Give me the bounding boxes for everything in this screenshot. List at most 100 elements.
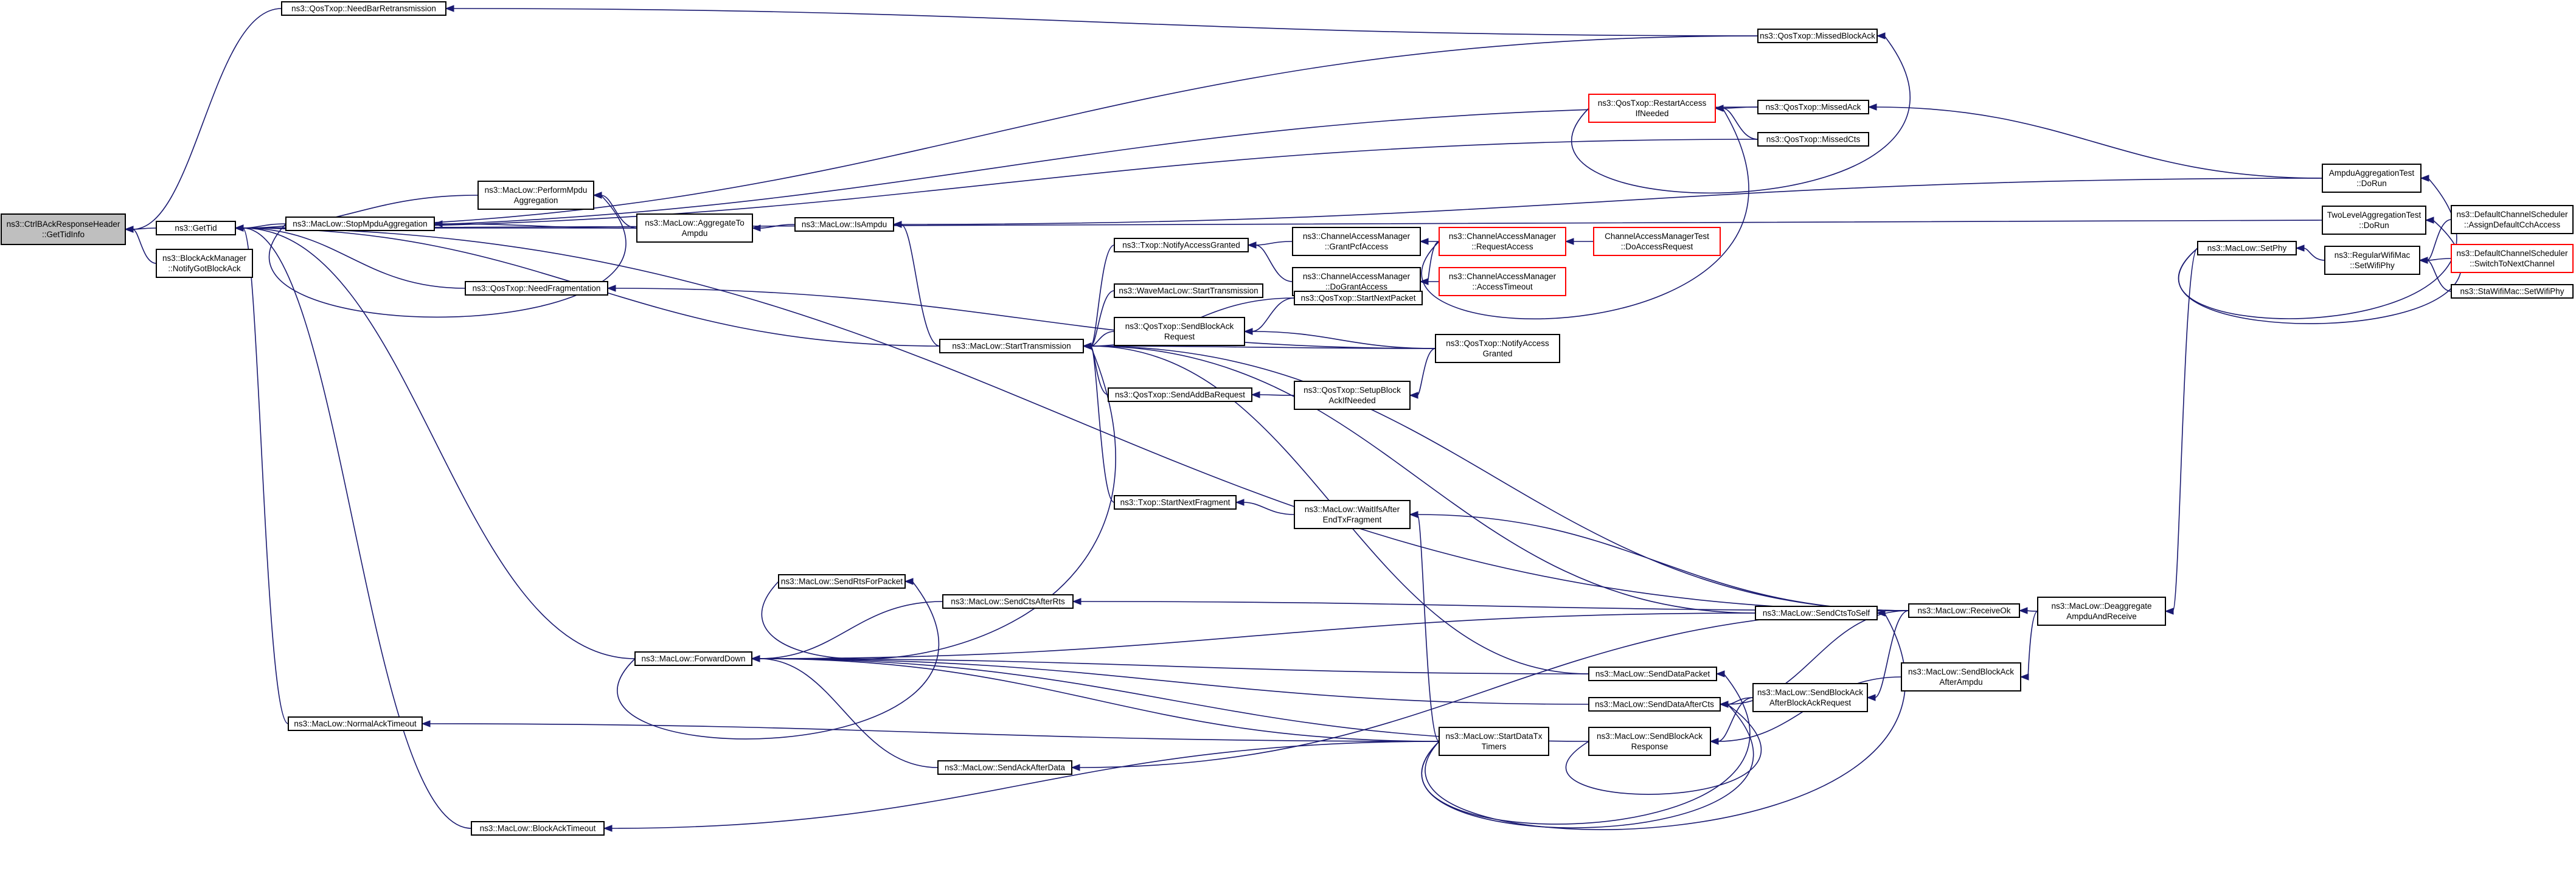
node-ampdutest[interactable]: AmpduAggregationTest::DoRun bbox=[2322, 164, 2422, 193]
node-setphy[interactable]: ns3::MacLow::SetPhy bbox=[2197, 241, 2297, 255]
node-box[interactable] bbox=[1901, 662, 2021, 692]
node-txopstartnext[interactable]: ns3::Txop::StartNextFragment bbox=[1114, 495, 1237, 510]
node-box[interactable] bbox=[939, 339, 1084, 353]
node-notifyaccessgranted[interactable]: ns3::Txop::NotifyAccessGranted bbox=[1114, 238, 1249, 252]
node-box[interactable] bbox=[156, 221, 236, 235]
node-box[interactable] bbox=[156, 249, 253, 278]
node-box[interactable] bbox=[1439, 227, 1566, 256]
node-box[interactable] bbox=[2322, 164, 2422, 193]
node-grantpcf[interactable]: ns3::ChannelAccessManager::GrantPcfAcces… bbox=[1292, 227, 1421, 256]
node-needbar[interactable]: ns3::QosTxop::NeedBarRetransmission bbox=[281, 1, 446, 16]
node-box[interactable] bbox=[1439, 727, 1549, 756]
node-receiveok[interactable]: ns3::MacLow::ReceiveOk bbox=[1908, 603, 2020, 618]
node-senddataaftercts[interactable]: ns3::MacLow::SendDataAfterCts bbox=[1588, 697, 1721, 712]
node-box[interactable] bbox=[1588, 94, 1716, 123]
node-gettid[interactable]: ns3::GetTid bbox=[156, 221, 236, 235]
node-stopmpdu[interactable]: ns3::MacLow::StopMpduAggregation bbox=[285, 217, 435, 231]
node-box[interactable] bbox=[794, 217, 894, 232]
node-sendctstoself[interactable]: ns3::MacLow::SendCtsToSelf bbox=[1755, 606, 1878, 620]
node-box[interactable] bbox=[1755, 606, 1878, 620]
node-box[interactable] bbox=[288, 716, 423, 731]
node-box[interactable] bbox=[1439, 267, 1566, 296]
node-sendackafterdata[interactable]: ns3::MacLow::SendAckAfterData bbox=[937, 760, 1072, 775]
node-startnextpacket[interactable]: ns3::QosTxop::StartNextPacket bbox=[1294, 291, 1423, 305]
node-twoleveltest[interactable]: TwoLevelAggregationTest::DoRun bbox=[2322, 206, 2426, 235]
node-box[interactable] bbox=[2451, 284, 2574, 299]
node-label: ::AssignDefaultCchAccess bbox=[2464, 220, 2561, 229]
node-box[interactable] bbox=[636, 213, 753, 243]
node-box[interactable] bbox=[2324, 246, 2420, 275]
node-box[interactable] bbox=[937, 760, 1072, 775]
node-regwifimac[interactable]: ns3::RegularWifiMac::SetWifiPhy bbox=[2324, 246, 2420, 275]
node-box[interactable] bbox=[1593, 227, 1721, 256]
node-box[interactable] bbox=[1757, 132, 1869, 147]
node-box[interactable] bbox=[1908, 603, 2020, 618]
node-requestaccess[interactable]: ns3::ChannelAccessManager::RequestAccess bbox=[1439, 227, 1566, 256]
node-sendbaafterbareq[interactable]: ns3::MacLow::SendBlockAckAfterBlockAckRe… bbox=[1752, 683, 1868, 712]
node-isampdu[interactable]: ns3::MacLow::IsAmpdu bbox=[794, 217, 894, 232]
node-normalacktimeout[interactable]: ns3::MacLow::NormalAckTimeout bbox=[288, 716, 423, 731]
node-box[interactable] bbox=[477, 181, 594, 210]
node-box[interactable] bbox=[465, 281, 608, 296]
node-box[interactable] bbox=[1757, 100, 1869, 114]
node-box[interactable] bbox=[1757, 29, 1878, 43]
node-box[interactable] bbox=[1588, 697, 1721, 712]
node-box[interactable] bbox=[1588, 667, 1717, 681]
node-forwarddown[interactable]: ns3::MacLow::ForwardDown bbox=[634, 651, 752, 666]
node-bam[interactable]: ns3::BlockAckManager::NotifyGotBlockAck bbox=[156, 249, 253, 278]
node-box[interactable] bbox=[1114, 238, 1249, 252]
node-blockacktimeout[interactable]: ns3::MacLow::BlockAckTimeout bbox=[471, 821, 605, 836]
node-box[interactable] bbox=[1294, 381, 1411, 410]
node-box[interactable] bbox=[1435, 334, 1560, 363]
node-box[interactable] bbox=[1114, 317, 1245, 346]
node-dcs_assign[interactable]: ns3::DefaultChannelScheduler::AssignDefa… bbox=[2451, 205, 2574, 234]
node-box[interactable] bbox=[1108, 387, 1252, 402]
node-box[interactable] bbox=[634, 651, 752, 666]
node-sendrts[interactable]: ns3::MacLow::SendRtsForPacket bbox=[778, 574, 906, 589]
node-needfrag[interactable]: ns3::QosTxop::NeedFragmentation bbox=[465, 281, 608, 296]
node-stawifimac[interactable]: ns3::StaWifiMac::SetWifiPhy bbox=[2451, 284, 2574, 299]
node-box[interactable] bbox=[1294, 291, 1423, 305]
node-dcs_switch[interactable]: ns3::DefaultChannelScheduler::SwitchToNe… bbox=[2451, 244, 2574, 273]
node-box[interactable] bbox=[1294, 500, 1411, 529]
node-missedblockack[interactable]: ns3::QosTxop::MissedBlockAck bbox=[1757, 29, 1878, 43]
node-missedcts[interactable]: ns3::QosTxop::MissedCts bbox=[1757, 132, 1869, 147]
node-camtest[interactable]: ChannelAccessManagerTest::DoAccessReques… bbox=[1593, 227, 1721, 256]
node-box[interactable] bbox=[1114, 495, 1237, 510]
node-box[interactable] bbox=[1292, 227, 1421, 256]
node-box[interactable] bbox=[281, 1, 446, 16]
arrowhead bbox=[1071, 764, 1080, 771]
node-box[interactable] bbox=[2451, 205, 2574, 234]
node-box[interactable] bbox=[1114, 283, 1263, 298]
node-box[interactable] bbox=[942, 594, 1074, 609]
node-wavemaclow[interactable]: ns3::WaveMacLow::StartTransmission bbox=[1114, 283, 1263, 298]
node-box[interactable] bbox=[2037, 597, 2166, 626]
node-box[interactable] bbox=[1, 213, 126, 245]
node-root[interactable]: ns3::CtrlBAckResponseHeader::GetTidInfo bbox=[1, 213, 126, 245]
node-accesstimeout[interactable]: ns3::ChannelAccessManager::AccessTimeout bbox=[1439, 267, 1566, 296]
node-box[interactable] bbox=[2197, 241, 2297, 255]
node-box[interactable] bbox=[471, 821, 605, 836]
node-senddatapacket[interactable]: ns3::MacLow::SendDataPacket bbox=[1588, 667, 1717, 681]
node-box[interactable] bbox=[2322, 206, 2426, 235]
node-sendaddba[interactable]: ns3::QosTxop::SendAddBaRequest bbox=[1108, 387, 1252, 402]
node-box[interactable] bbox=[1588, 727, 1711, 756]
node-box[interactable] bbox=[1752, 683, 1868, 712]
node-qosnotifyaccess[interactable]: ns3::QosTxop::NotifyAccessGranted bbox=[1435, 334, 1560, 363]
node-box[interactable] bbox=[285, 217, 435, 231]
node-box[interactable] bbox=[2451, 244, 2574, 273]
node-sendcts[interactable]: ns3::MacLow::SendCtsAfterRts bbox=[942, 594, 1074, 609]
node-box[interactable] bbox=[778, 574, 906, 589]
node-starttransmission[interactable]: ns3::MacLow::StartTransmission bbox=[939, 339, 1084, 353]
node-missedack[interactable]: ns3::QosTxop::MissedAck bbox=[1757, 100, 1869, 114]
